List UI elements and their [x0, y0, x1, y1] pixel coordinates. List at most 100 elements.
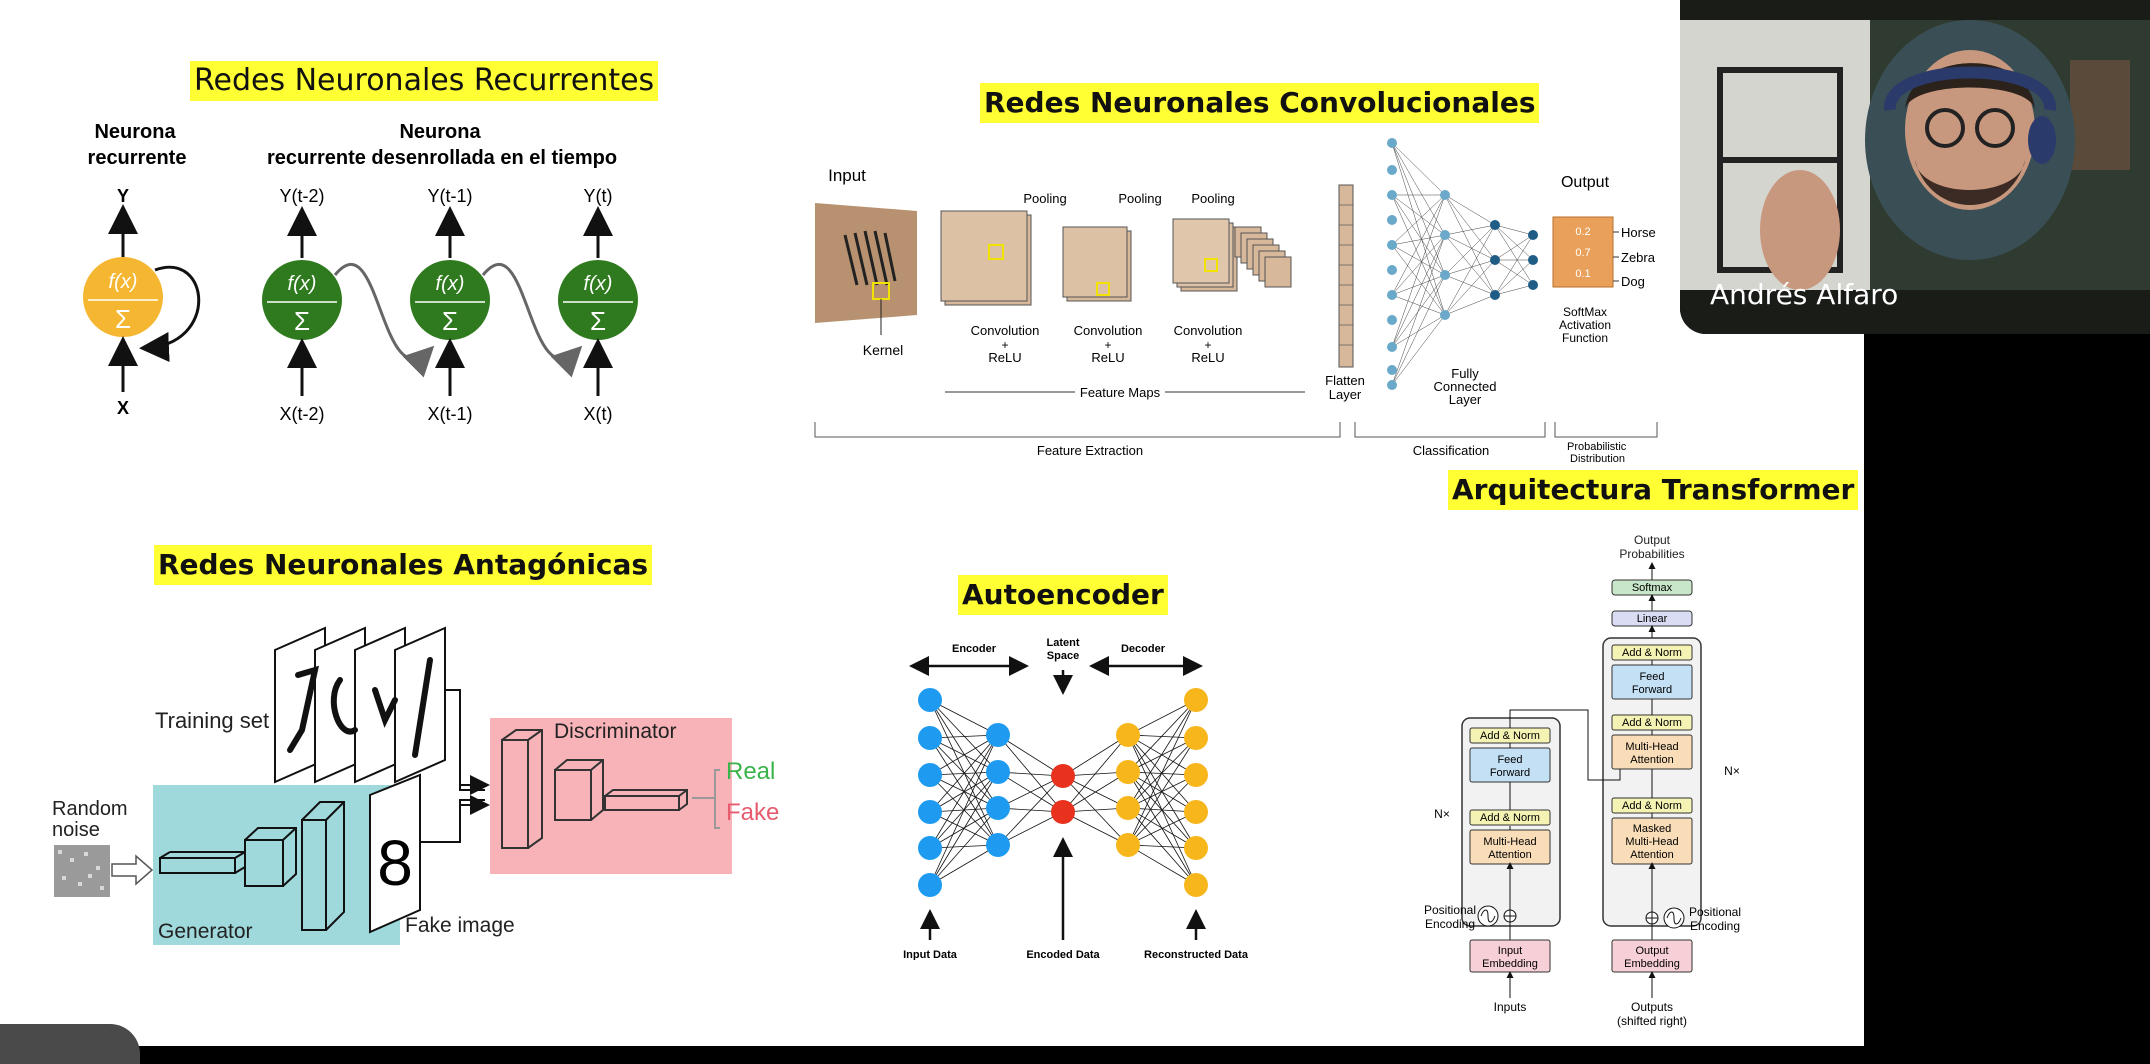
cnn-diagram: Input Kernel Convolution + ReLU Pooling … — [814, 138, 1658, 465]
svg-text:Multi-Head: Multi-Head — [1483, 836, 1536, 848]
svg-text:Kernel: Kernel — [863, 342, 903, 358]
zebra-input-image — [815, 203, 917, 323]
svg-text:Connected: Connected — [1434, 379, 1497, 394]
svg-text:Output: Output — [1634, 533, 1671, 547]
svg-text:Fake image: Fake image — [405, 914, 515, 937]
svg-text:Fully: Fully — [1451, 366, 1479, 381]
svg-text:Forward: Forward — [1632, 684, 1672, 696]
rnn-neuron-t1 — [410, 260, 490, 340]
svg-text:Layer: Layer — [1449, 392, 1482, 407]
svg-text:ReLU: ReLU — [988, 350, 1021, 365]
svg-text:Probabilities: Probabilities — [1619, 547, 1684, 561]
svg-text:Dog: Dog — [1621, 274, 1645, 289]
svg-text:Layer: Layer — [1329, 387, 1362, 402]
svg-text:Add & Norm: Add & Norm — [1622, 800, 1682, 812]
svg-text:Latent: Latent — [1047, 637, 1080, 649]
svg-text:Outputs: Outputs — [1631, 1000, 1673, 1014]
svg-text:Convolution: Convolution — [1174, 323, 1243, 338]
rnn-title: Redes Neuronales Recurrentes — [190, 61, 659, 101]
svg-text:Output: Output — [1635, 945, 1668, 957]
svg-text:SoftMax: SoftMax — [1563, 305, 1607, 319]
svg-text:Multi-Head: Multi-Head — [1625, 741, 1678, 753]
svg-text:Feature Maps: Feature Maps — [1080, 385, 1161, 400]
rnn-x-label: X — [117, 398, 129, 418]
svg-text:f(x): f(x) — [109, 271, 138, 293]
svg-text:Positional: Positional — [1689, 905, 1741, 919]
svg-text:Reconstructed Data: Reconstructed Data — [1144, 949, 1249, 960]
svg-text:Y(t-1): Y(t-1) — [428, 186, 473, 206]
svg-text:Add & Norm: Add & Norm — [1480, 730, 1540, 742]
svg-text:X(t-2): X(t-2) — [280, 404, 325, 424]
svg-text:Embedding: Embedding — [1482, 958, 1538, 970]
transformer-title: Arquitectura Transformer — [1448, 470, 1859, 510]
svg-text:Input: Input — [828, 166, 866, 185]
svg-text:Encoding: Encoding — [1425, 917, 1475, 931]
generator-box — [153, 785, 400, 945]
svg-text:Space: Space — [1047, 650, 1079, 662]
rnn-recurrent-neuron — [83, 257, 163, 337]
rnn-y-label: Y — [117, 186, 129, 206]
rnn-neuron-label-2: recurrente — [88, 147, 187, 169]
autoencoder-diagram: Encoder Latent Space Decoder — [903, 637, 1249, 960]
svg-text:Convolution: Convolution — [1074, 323, 1143, 338]
svg-text:(shifted right): (shifted right) — [1617, 1014, 1687, 1028]
svg-text:Attention: Attention — [1630, 754, 1673, 766]
svg-text:Distribution: Distribution — [1570, 453, 1625, 465]
transformer-diagram: Output Probabilities Softmax Linear Add … — [1424, 533, 1741, 1028]
rnn-unrolled-label-2: recurrente desenrollada en el tiempo — [267, 147, 617, 169]
autoencoder-title: Autoencoder — [958, 575, 1168, 615]
svg-text:Flatten: Flatten — [1325, 373, 1365, 388]
svg-text:Masked: Masked — [1633, 823, 1672, 835]
bottom-left-control[interactable] — [0, 1024, 140, 1064]
svg-text:f(x): f(x) — [288, 273, 317, 295]
svg-text:Convolution: Convolution — [971, 323, 1040, 338]
svg-text:Y(t): Y(t) — [584, 186, 613, 206]
svg-text:Inputs: Inputs — [1494, 1000, 1527, 1014]
svg-text:Linear: Linear — [1637, 613, 1668, 625]
rnn-unrolled-label: Neurona — [399, 121, 481, 143]
svg-text:Zebra: Zebra — [1621, 250, 1656, 265]
svg-text:Encoder: Encoder — [952, 643, 997, 655]
svg-text:+: + — [1204, 338, 1211, 352]
participant-name: Andrés Alfaro — [1710, 278, 1899, 311]
cnn-title: Redes Neuronales Convolucionales — [980, 83, 1540, 123]
rnn-neuron-t2 — [262, 260, 342, 340]
svg-text:Output: Output — [1561, 174, 1610, 191]
svg-text:Σ: Σ — [442, 306, 458, 336]
svg-text:Embedding: Embedding — [1624, 958, 1680, 970]
svg-text:Positional: Positional — [1424, 903, 1476, 917]
svg-text:Attention: Attention — [1630, 849, 1673, 861]
svg-text:Σ: Σ — [590, 306, 606, 336]
svg-text:Encoding: Encoding — [1690, 919, 1740, 933]
svg-text:Probabilistic: Probabilistic — [1567, 441, 1627, 453]
participant-video-tile[interactable]: Andrés Alfaro — [1680, 0, 2150, 334]
svg-text:Σ: Σ — [115, 304, 131, 334]
svg-text:Real: Real — [726, 758, 775, 785]
svg-text:Input: Input — [1498, 945, 1522, 957]
svg-text:N×: N× — [1434, 807, 1450, 821]
svg-text:X(t-1): X(t-1) — [428, 404, 473, 424]
svg-text:8: 8 — [377, 827, 413, 899]
svg-text:Pooling: Pooling — [1191, 191, 1234, 206]
shared-slide: Redes Neuronales Recurrentes Neurona rec… — [0, 0, 1864, 1046]
fake-image-card — [369, 773, 421, 934]
svg-text:noise: noise — [52, 819, 100, 841]
svg-text:Pooling: Pooling — [1118, 191, 1161, 206]
svg-text:Generator: Generator — [158, 920, 253, 943]
svg-text:X(t): X(t) — [584, 404, 613, 424]
svg-text:0.1: 0.1 — [1575, 268, 1590, 280]
svg-text:Feed: Feed — [1497, 754, 1522, 766]
svg-text:Y(t-2): Y(t-2) — [280, 186, 325, 206]
gan-diagram: Training set Generator Random noise 8 Fa… — [52, 626, 779, 945]
svg-text:ReLU: ReLU — [1091, 350, 1124, 365]
svg-text:+: + — [1104, 338, 1111, 352]
svg-text:Feature Extraction: Feature Extraction — [1037, 443, 1143, 458]
svg-text:Training set: Training set — [155, 708, 269, 733]
rnn-diagram: Neurona recurrente Neurona recurrente de… — [83, 121, 638, 424]
svg-text:Activation: Activation — [1559, 318, 1611, 332]
svg-text:Add & Norm: Add & Norm — [1622, 647, 1682, 659]
svg-text:N×: N× — [1724, 764, 1740, 778]
svg-text:Function: Function — [1562, 331, 1608, 345]
svg-text:Encoded Data: Encoded Data — [1026, 949, 1100, 960]
